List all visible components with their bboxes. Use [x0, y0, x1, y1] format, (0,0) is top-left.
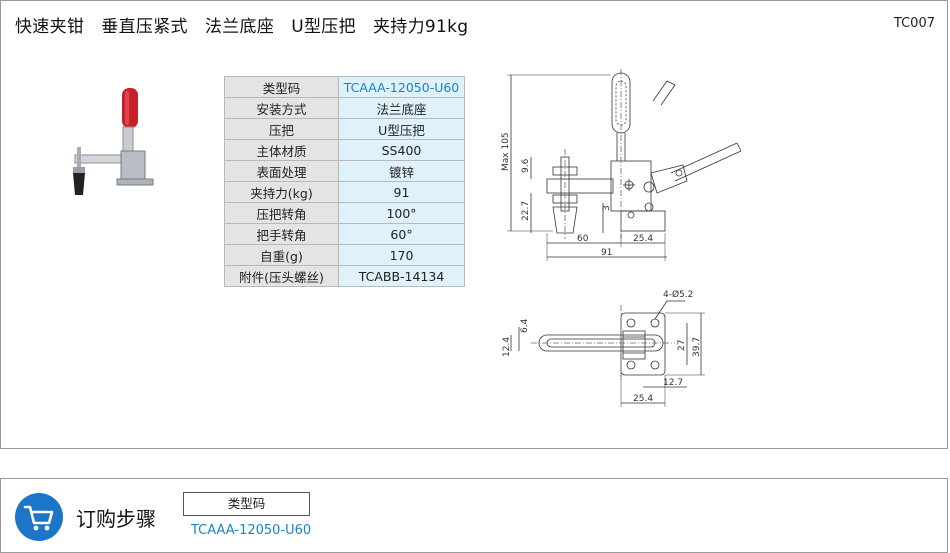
spec-value: TCABB-14134 [338, 265, 465, 287]
dim-25-4-top: 25.4 [633, 394, 653, 404]
dim-22-7: 22.7 [521, 201, 531, 221]
spec-label: 夹持力(kg) [224, 181, 339, 203]
spec-value: 镀锌 [338, 160, 465, 182]
spec-value: 91 [338, 181, 465, 203]
product-code: TC007 [893, 16, 935, 31]
table-row: 夹持力(kg) 91 [224, 181, 465, 203]
dim-39-7: 39.7 [692, 337, 702, 357]
dim-60: 60 [577, 234, 589, 244]
table-row: 表面处理 镀锌 [224, 160, 465, 182]
spec-label: 压把 [224, 118, 339, 140]
spec-value: 170 [338, 244, 465, 266]
table-row: 附件(压头螺丝) TCABB-14134 [224, 265, 465, 287]
table-row: 压把 U型压把 [224, 118, 465, 140]
dim-12-7: 12.7 [663, 378, 683, 388]
spec-value: TCAAA-12050-U60 [338, 76, 465, 98]
dim-3: 3 [602, 205, 612, 211]
order-steps-title: 订购步骤 [76, 507, 156, 531]
table-row: 主体材质 SS400 [224, 139, 465, 161]
spec-value: 60° [338, 223, 465, 245]
table-row: 类型码 TCAAA-12050-U60 [224, 76, 465, 98]
spec-label: 把手转角 [224, 223, 339, 245]
table-row: 自重(g) 170 [224, 244, 465, 266]
dim-holes: 4-Ø5.2 [663, 289, 693, 300]
dim-max-height: Max 105 [501, 132, 511, 171]
cart-icon [15, 493, 63, 541]
spec-value: U型压把 [338, 118, 465, 140]
product-title: 快速夹钳 垂直压紧式 法兰底座 U型压把 夹持力91kg [15, 17, 469, 37]
dim-6-4: 6.4 [520, 318, 530, 333]
table-row: 安装方式 法兰底座 [224, 97, 465, 119]
technical-drawing: Max 105 9.6 22.7 3 60 25.4 91 4-Ø5.2 6.4… [501, 69, 742, 407]
order-panel: 订购步骤 类型码 TCAAA-12050-U60 [0, 478, 948, 553]
spec-label: 安装方式 [224, 97, 339, 119]
order-type-code-value: TCAAA-12050-U60 [191, 523, 312, 538]
order-type-code-header: 类型码 [183, 492, 310, 516]
dim-9-6: 9.6 [521, 158, 531, 173]
spec-label: 压把转角 [224, 202, 339, 224]
table-row: 把手转角 60° [224, 223, 465, 245]
spec-value: 法兰底座 [338, 97, 465, 119]
dim-12-4: 12.4 [502, 337, 512, 357]
spec-label: 自重(g) [224, 244, 339, 266]
table-row: 压把转角 100° [224, 202, 465, 224]
spec-label: 类型码 [224, 76, 339, 98]
product-photo [73, 88, 154, 195]
dim-91: 91 [601, 248, 612, 258]
spec-label: 附件(压头螺丝) [224, 265, 339, 287]
dim-27: 27 [677, 340, 687, 351]
dim-25-4-side: 25.4 [633, 234, 653, 244]
spec-value: SS400 [338, 139, 465, 161]
spec-label: 表面处理 [224, 160, 339, 182]
product-panel: 快速夹钳 垂直压紧式 法兰底座 U型压把 夹持力91kg TC007 类型码 T… [0, 0, 948, 449]
spec-value: 100° [338, 202, 465, 224]
spec-table: 类型码 TCAAA-12050-U60 安装方式 法兰底座 压把 U型压把 主体… [224, 76, 465, 287]
spec-label: 主体材质 [224, 139, 339, 161]
